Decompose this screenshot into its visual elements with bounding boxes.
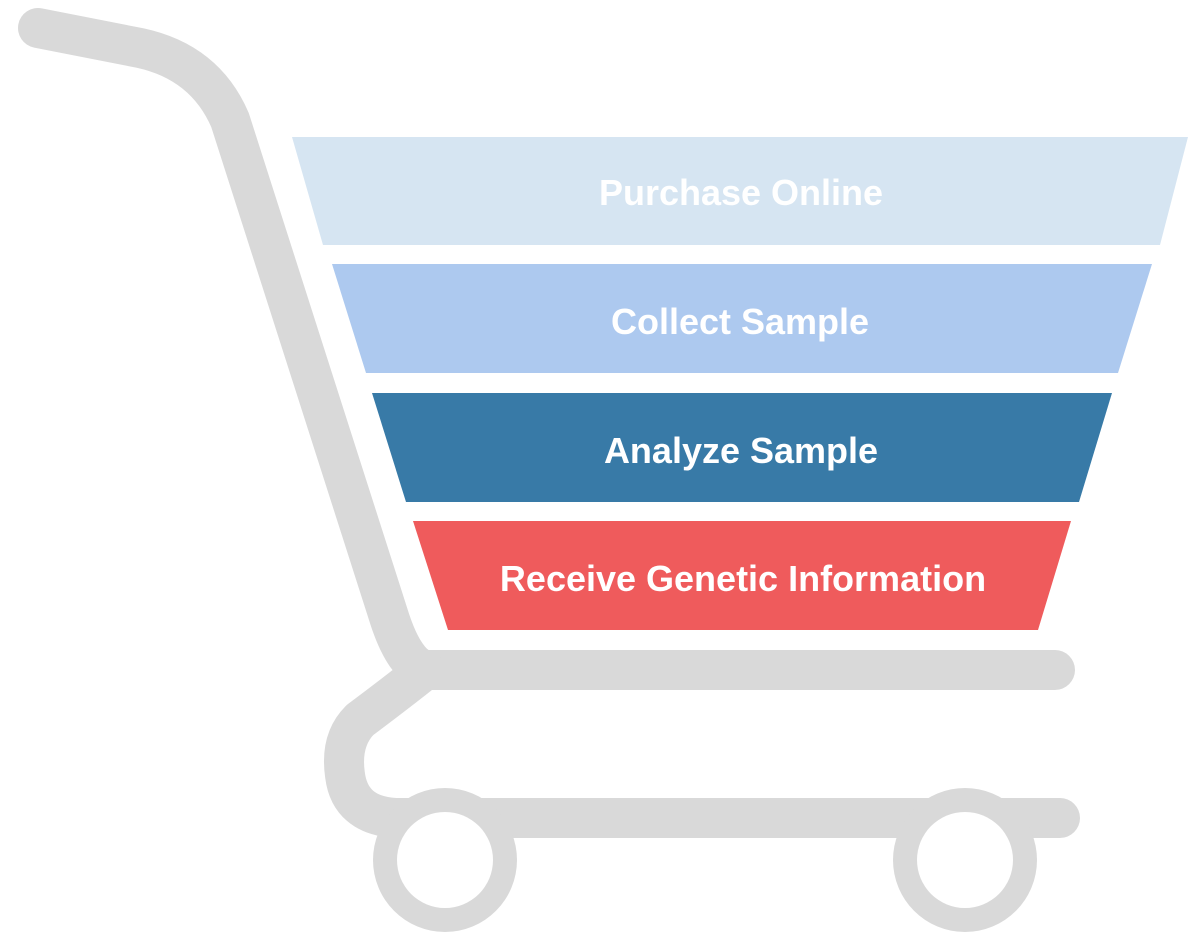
- stage-label-collect-sample: Collect Sample: [611, 301, 869, 342]
- stage-analyze-sample: [372, 393, 1112, 502]
- cart-base: [324, 650, 1080, 838]
- stage-collect-sample: [332, 264, 1152, 373]
- stage-label-receive-genetic-information: Receive Genetic Information: [500, 558, 986, 599]
- funnel-stages: Purchase Online Collect Sample Analyze S…: [292, 137, 1188, 630]
- stage-label-analyze-sample: Analyze Sample: [604, 430, 878, 471]
- stage-label-purchase-online: Purchase Online: [599, 172, 883, 213]
- stage-receive-genetic-information: [413, 521, 1071, 630]
- stage-purchase-online: [292, 137, 1188, 245]
